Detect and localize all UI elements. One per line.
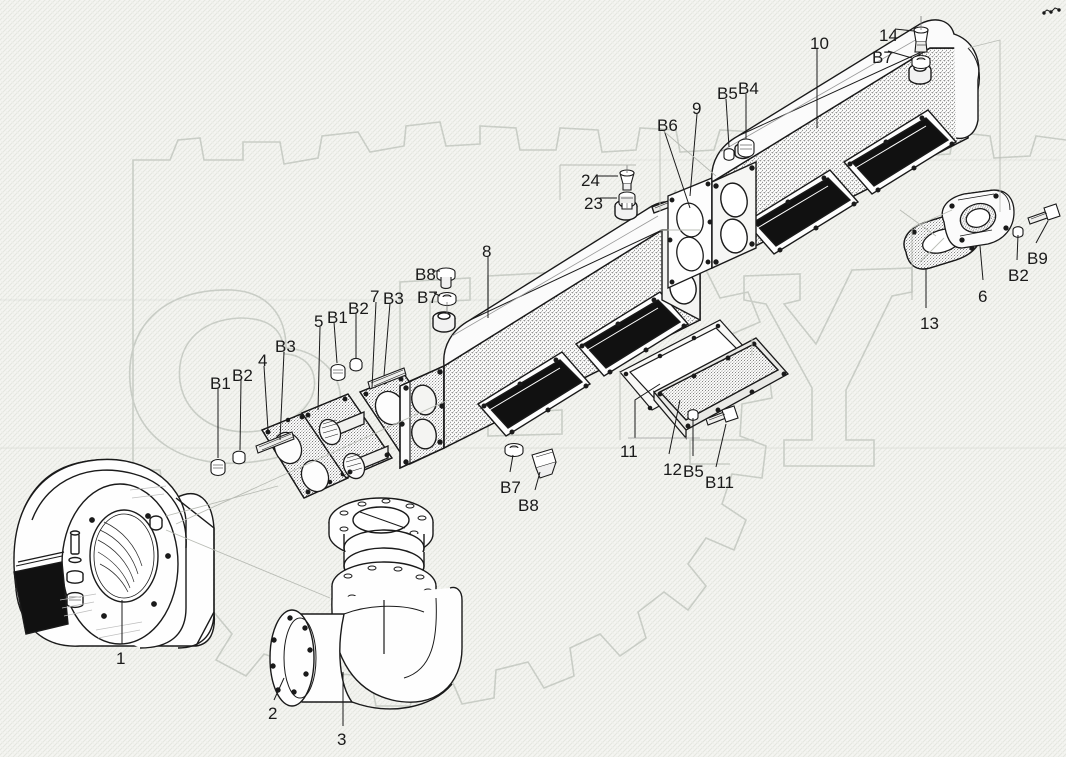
- callout-b2-left: B2: [232, 366, 253, 385]
- fastener-B5-right: [687, 409, 699, 421]
- callout-b5-top: B5: [717, 84, 738, 103]
- part-blower-housing: [13, 458, 216, 649]
- callout-b8-upper: B8: [415, 265, 436, 284]
- callout-b11: B11: [705, 473, 734, 492]
- callout-3: 3: [337, 730, 347, 749]
- callout-9: 9: [692, 99, 702, 118]
- leader-lines: [121, 28, 1049, 726]
- callout-8: 8: [482, 242, 492, 261]
- callout-24: 24: [581, 171, 600, 190]
- fastener-B2-mid: [349, 357, 363, 372]
- callout-1: 1: [116, 649, 126, 668]
- callout-b1-left: B1: [210, 374, 231, 393]
- fastener-B2-right: [1012, 226, 1024, 238]
- fastener-B8-lower: [531, 448, 557, 479]
- fastener-B7-top: [911, 54, 931, 70]
- callout-b6: B6: [657, 116, 678, 135]
- callout-b9: B9: [1027, 249, 1048, 268]
- part-cover-gasket-11: [619, 319, 753, 411]
- callout-b3-mid: B3: [383, 289, 404, 308]
- callout-6: 6: [978, 287, 988, 306]
- callout-14: 14: [879, 26, 898, 45]
- part-sensor-14: [913, 26, 929, 53]
- callout-23: 23: [584, 194, 603, 213]
- callout-7: 7: [370, 287, 380, 306]
- callout-11: 11: [620, 442, 638, 461]
- fastener-B8-upper: [436, 267, 456, 289]
- fastener-B1-mid: [330, 363, 346, 382]
- callout-5: 5: [314, 312, 324, 331]
- fastener-B4-nut: [737, 138, 755, 158]
- callout-b2-mid: B2: [348, 299, 369, 318]
- callout-b7-lower: B7: [500, 478, 521, 497]
- part-manifold-10: [711, 19, 981, 270]
- part-adapter-plate-5: [301, 393, 393, 480]
- fastener-B5-top: [723, 148, 735, 161]
- callout-13: 13: [920, 314, 939, 333]
- callout-b5-right: B5: [683, 462, 704, 481]
- callout-b3-left: B3: [275, 337, 296, 356]
- callout-2: 2: [268, 704, 278, 723]
- callout-b8-lower: B8: [518, 496, 539, 515]
- callout-12: 12: [663, 460, 682, 479]
- part-gasket-9: [667, 177, 713, 290]
- fastener-B2-left: [232, 450, 246, 465]
- callout-b2-right: B2: [1008, 266, 1029, 285]
- fastener-B9-bolt: [1027, 203, 1061, 225]
- fastener-B7-upper: [437, 291, 457, 307]
- callout-b4: B4: [738, 79, 759, 98]
- callout-b1-mid: B1: [327, 308, 348, 327]
- part-elbow-assembly: [269, 497, 463, 710]
- callout-b7-top: B7: [872, 48, 893, 67]
- fastener-B1-left: [210, 458, 226, 477]
- fastener-B3-mid: [367, 367, 407, 390]
- callout-10: 10: [810, 34, 829, 53]
- part-cover-plate-12: [652, 337, 790, 440]
- boss-left-8: [432, 311, 456, 333]
- part-gasket-4: [261, 411, 349, 499]
- part-manifold-8: [399, 197, 702, 470]
- fastener-B7-lower: [504, 442, 524, 458]
- callout-b7-upper: B7: [417, 288, 438, 307]
- projection-lines: [165, 39, 1001, 599]
- callout-4: 4: [258, 351, 268, 370]
- fastener-B11-bolt: [705, 405, 739, 426]
- corner-artifact: [1042, 7, 1061, 15]
- part-flange-6: [941, 189, 1015, 249]
